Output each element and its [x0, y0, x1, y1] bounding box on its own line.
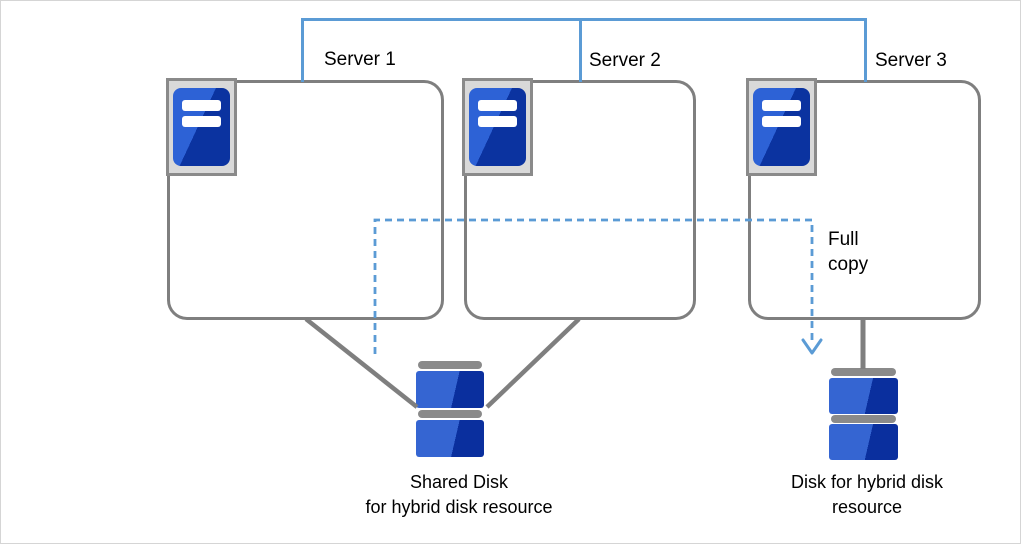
disk-platter: [829, 424, 898, 460]
server-icon: [166, 78, 237, 176]
server-slot: [762, 100, 801, 111]
server-slot: [478, 116, 517, 127]
server-chassis: [173, 88, 230, 166]
hybrid-disk-icon: [829, 368, 898, 460]
server-3-label: Server 3: [875, 50, 947, 71]
disk-platter: [416, 420, 484, 457]
server-slot: [182, 116, 221, 127]
disk-cap: [418, 410, 482, 418]
server-slot: [478, 100, 517, 111]
disk-cap: [831, 368, 896, 376]
shared-disk-label: Shared Disk for hybrid disk resource: [365, 472, 553, 517]
hybrid-disk-label: Disk for hybrid disk resource: [790, 472, 944, 517]
server2-shared-disk-link: [485, 317, 581, 409]
disk-cap: [418, 361, 482, 369]
server1-shared-disk-link: [304, 317, 419, 409]
server-chassis: [753, 88, 810, 166]
server-slot: [762, 116, 801, 127]
server-icon: [462, 78, 533, 176]
disk-cap: [831, 415, 896, 423]
server-chassis: [469, 88, 526, 166]
full-copy-label: Full copy: [828, 229, 869, 275]
server-2-label: Server 2: [589, 50, 661, 71]
server-icon: [746, 78, 817, 176]
shared-disk-icon: [416, 361, 484, 457]
server-slot: [182, 100, 221, 111]
disk-platter: [829, 378, 898, 414]
server-1-label: Server 1: [324, 49, 396, 70]
disk-platter: [416, 371, 484, 408]
full-copy-arrowhead-icon: [801, 338, 823, 355]
